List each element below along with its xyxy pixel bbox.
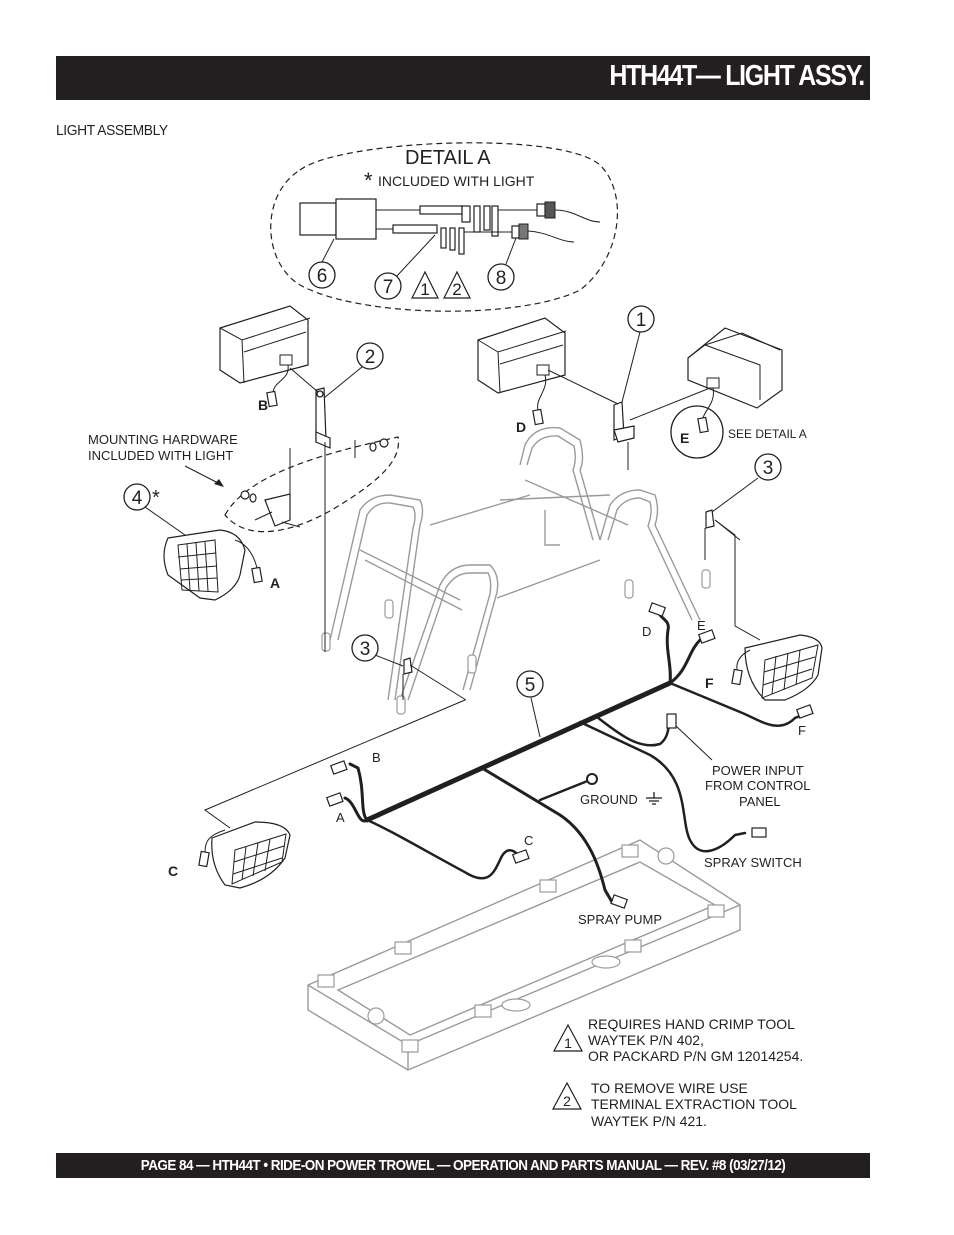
- detail-a-title: DETAIL A: [405, 147, 491, 169]
- terminal-lower: [392, 224, 438, 234]
- svg-text:WAYTEK P/N 402,: WAYTEK P/N 402,: [588, 1032, 704, 1048]
- svg-text:REQUIRES HAND CRIMP TOOL: REQUIRES HAND CRIMP TOOL: [588, 1016, 795, 1032]
- floodlight-front-bottom: [198, 699, 466, 889]
- svg-text:6: 6: [317, 266, 328, 287]
- work-light-rear-left: [219, 305, 311, 408]
- machine-frame: [307, 426, 741, 1071]
- svg-text:3: 3: [360, 639, 371, 660]
- svg-text:4: 4: [132, 488, 143, 509]
- connector-housing-body: [335, 198, 377, 240]
- note-1: 1 REQUIRES HAND CRIMP TOOL WAYTEK P/N 40…: [552, 1016, 803, 1064]
- mounting-hardware-label-2: INCLUDED WITH LIGHT: [88, 448, 233, 463]
- callout-4: [123, 483, 151, 511]
- seal-lower: [518, 223, 529, 240]
- callout-7: [374, 272, 402, 300]
- svg-text:OR PACKARD P/N GM 12014254.: OR PACKARD P/N GM 12014254.: [588, 1048, 803, 1064]
- light-bracket-3-right: [704, 509, 741, 560]
- callout-4-asterisk: *: [152, 487, 160, 509]
- svg-text:2: 2: [365, 347, 376, 368]
- harness-connector-e: E: [697, 618, 706, 633]
- svg-text:WAYTEK P/N 421.: WAYTEK P/N 421.: [591, 1113, 707, 1129]
- harness-connector-c: C: [524, 833, 533, 848]
- light-connector-f: F: [705, 675, 714, 691]
- seal-upper: [544, 201, 556, 219]
- footer-text: PAGE 84 — HTH44T • RIDE-ON POWER TROWEL …: [140, 1157, 786, 1174]
- detail-a-asterisk: *: [364, 168, 373, 193]
- callout-5: [516, 670, 544, 698]
- harness-connector-f: F: [798, 723, 806, 738]
- light-bracket-2: [289, 367, 331, 652]
- detail-a-note: INCLUDED WITH LIGHT: [378, 173, 535, 189]
- note-2: 2 TO REMOVE WIRE USE TERMINAL EXTRACTION…: [551, 1080, 797, 1129]
- work-light-rear-right: [687, 327, 783, 409]
- see-detail-a-label: SEE DETAIL A: [728, 427, 807, 441]
- harness-connector-d: D: [642, 624, 651, 639]
- light-connector-d: D: [516, 419, 526, 435]
- power-input-label-1: POWER INPUT: [712, 763, 804, 778]
- callout-3-left: [351, 634, 379, 662]
- svg-text:5: 5: [525, 675, 536, 696]
- light-bracket-3-left: [402, 657, 467, 701]
- floodlight-front-left: [163, 529, 263, 601]
- svg-text:1: 1: [420, 280, 429, 299]
- connector-housing: [299, 202, 337, 236]
- light-connector-c: C: [168, 863, 178, 879]
- svg-text:3: 3: [763, 458, 774, 479]
- spray-pump-label: SPRAY PUMP: [578, 912, 662, 927]
- mounting-hardware-label-1: MOUNTING HARDWARE: [88, 432, 238, 447]
- callout-2: [356, 342, 384, 370]
- warning-triangle-2: [443, 270, 471, 299]
- callout-8: [487, 263, 515, 291]
- detail-a: DETAIL A * INCLUDED WITH LIGHT 6: [270, 142, 619, 312]
- svg-text:TO REMOVE WIRE USE: TO REMOVE WIRE USE: [591, 1080, 748, 1096]
- harness-connector-a: A: [336, 810, 345, 825]
- light-connector-b: B: [258, 397, 268, 413]
- power-input-label-3: PANEL: [739, 794, 781, 809]
- ground-icon: [646, 792, 662, 805]
- mounting-hardware: [240, 438, 389, 528]
- warning-triangle-1: [411, 270, 439, 299]
- pan-mount-bosses: [317, 844, 725, 1053]
- callout-3-right: [754, 453, 782, 481]
- detail-a-reference-circle: [670, 405, 724, 459]
- mounting-hardware-outline: [224, 436, 400, 533]
- work-light-rear-center: [477, 317, 567, 426]
- spray-switch-label: SPRAY SWITCH: [704, 855, 802, 870]
- floodlight-front-right: [714, 519, 823, 701]
- svg-text:2: 2: [563, 1093, 571, 1109]
- warning-triangle-1: [552, 1023, 584, 1052]
- terminal-upper: [419, 205, 463, 215]
- page-footer: PAGE 84 — HTH44T • RIDE-ON POWER TROWEL …: [56, 1153, 870, 1178]
- svg-text:1: 1: [636, 310, 647, 331]
- arrow-icon: [214, 479, 224, 487]
- svg-text:TERMINAL EXTRACTION TOOL: TERMINAL EXTRACTION TOOL: [591, 1096, 797, 1112]
- svg-text:2: 2: [452, 280, 461, 299]
- page-title-bar: HTH44T— LIGHT ASSY.: [56, 56, 870, 100]
- page-title: HTH44T— LIGHT ASSY.: [609, 60, 866, 92]
- svg-text:8: 8: [496, 268, 507, 289]
- svg-text:7: 7: [383, 277, 394, 298]
- section-label: LIGHT ASSEMBLY: [56, 122, 168, 139]
- callout-1: [627, 305, 655, 333]
- wiring-harness: [325, 602, 814, 909]
- callout-6: [308, 261, 336, 289]
- light-bracket-1: [547, 369, 635, 470]
- harness-connector-b: B: [372, 750, 381, 765]
- ground-label: GROUND: [580, 792, 638, 807]
- warning-triangle-2: [551, 1081, 583, 1110]
- light-connector-a: A: [270, 575, 280, 591]
- power-input-label-2: FROM CONTROL: [705, 778, 810, 793]
- svg-text:1: 1: [564, 1035, 572, 1051]
- light-connector-e: E: [680, 430, 689, 446]
